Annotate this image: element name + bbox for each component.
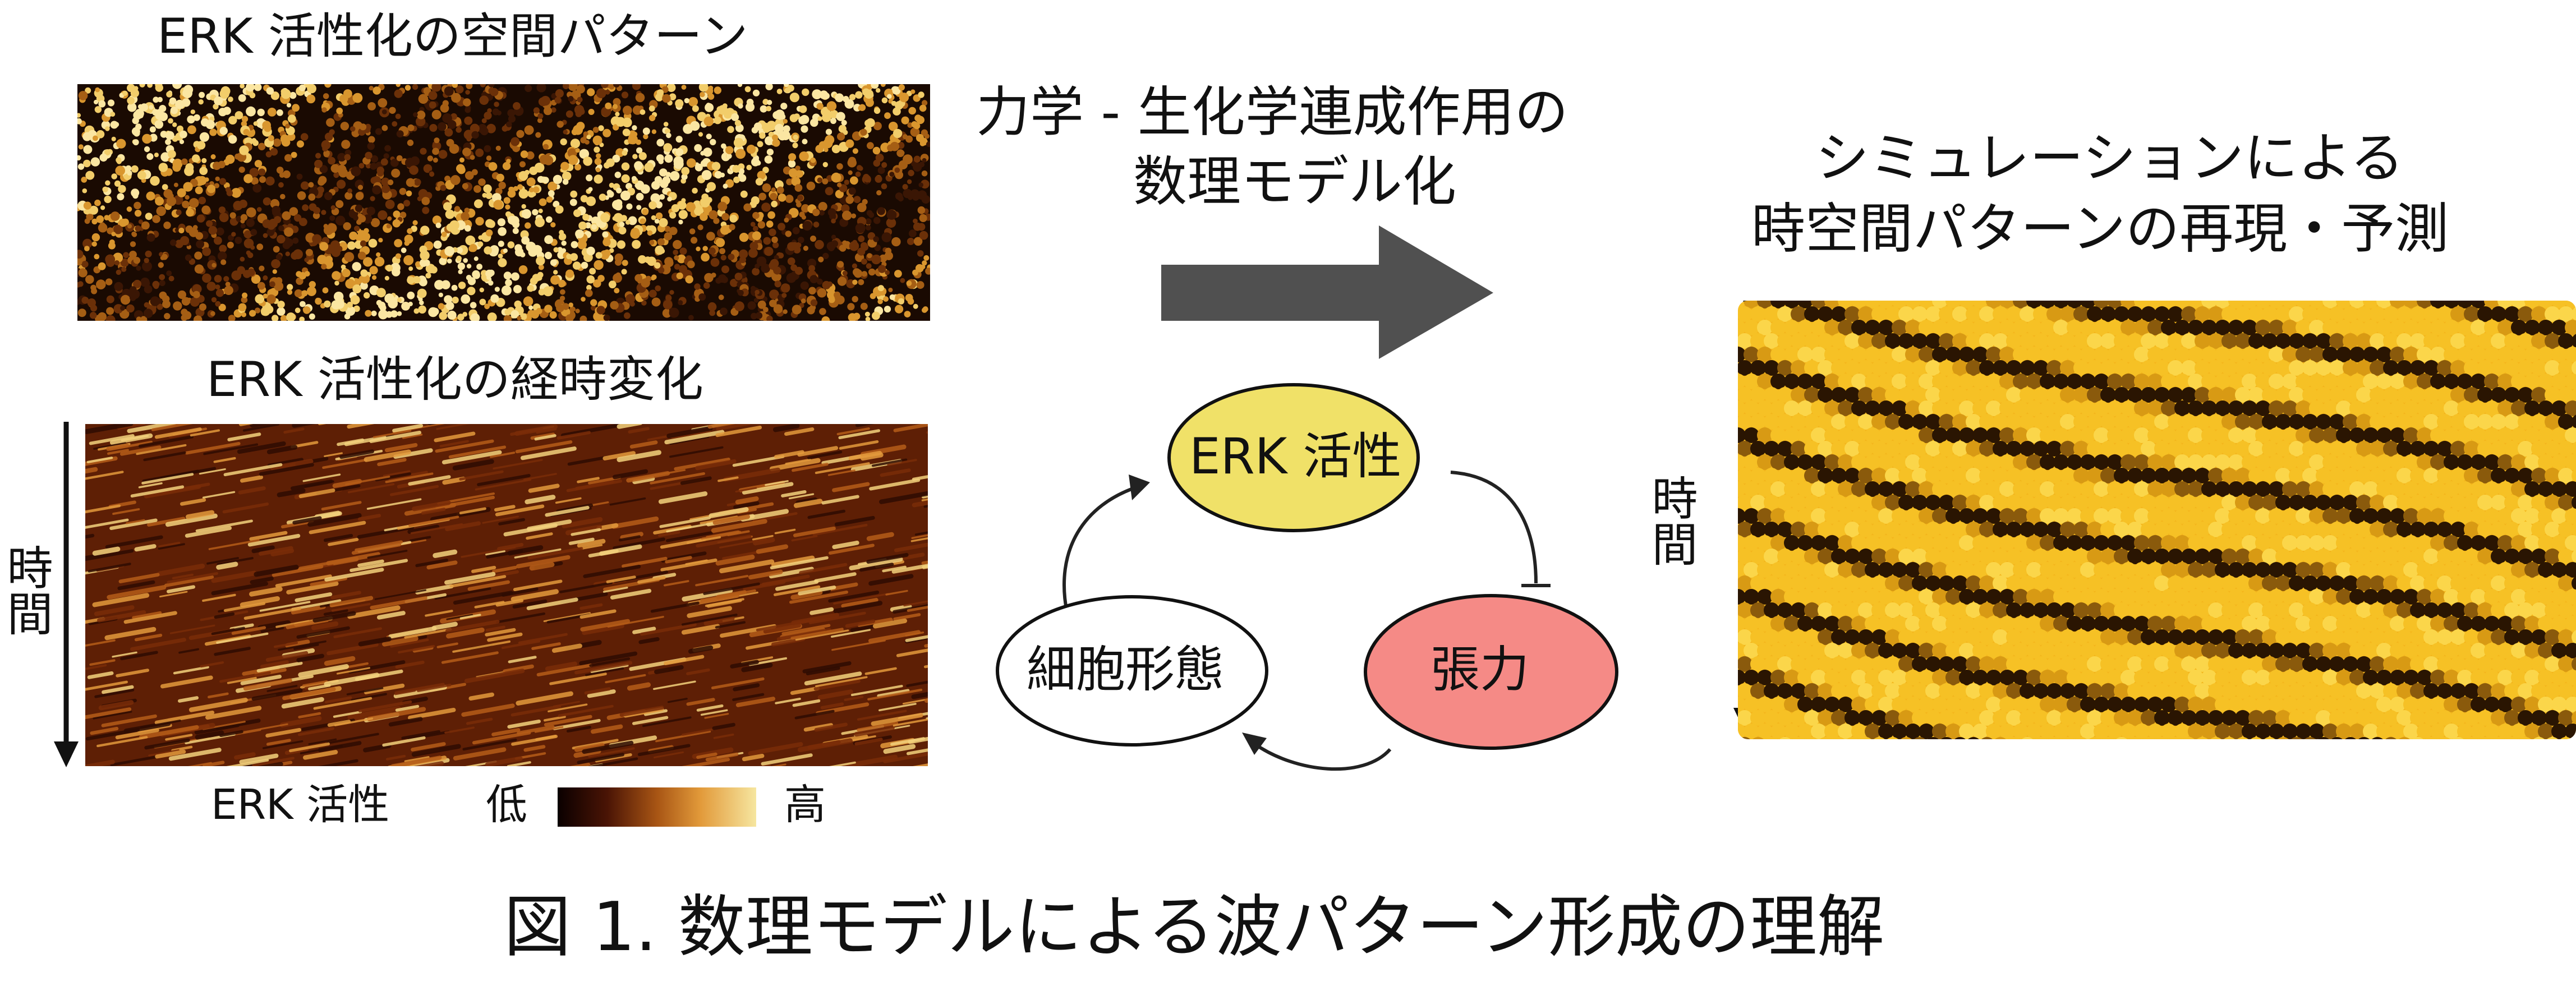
- colorbar-high-label: 高: [784, 781, 826, 829]
- erk-activity-label: ERK 活性: [1189, 427, 1402, 485]
- colorbar-low-label: 低: [486, 781, 527, 829]
- simulation-pattern-image: [1738, 301, 2576, 739]
- process-arrow: [1161, 225, 1493, 359]
- figure-caption: 図 1. 数理モデルによる波パターン形成の理解: [504, 888, 1885, 966]
- arrowhead-to-morphology: [1242, 732, 1267, 755]
- simulation-texture: [1738, 301, 2576, 739]
- colorbar-label: ERK 活性: [211, 781, 390, 829]
- spatial-pattern-texture: [77, 84, 930, 321]
- kymograph-texture: [85, 424, 928, 766]
- arrowhead-to-erk: [1129, 474, 1150, 500]
- cell-morphology-label: 細胞形態: [1027, 641, 1225, 698]
- temporal-change-title: ERK 活性化の経時変化: [206, 352, 703, 408]
- cycle-connectors: [1062, 471, 1551, 771]
- simulation-heading-line1: シミュレーションによる: [1815, 127, 2404, 190]
- colorbar-gradient: [558, 787, 756, 827]
- model-heading-line2: 数理モデル化: [1133, 150, 1456, 213]
- simulation-heading-line2: 時空間パターンの再現・予測: [1751, 197, 2449, 260]
- tension-label: 張力: [1430, 641, 1530, 698]
- model-heading-line1: 力学 - 生化学連成作用の: [976, 81, 1568, 144]
- temporal-kymograph-image: [85, 424, 928, 766]
- left-time-label: 時間: [0, 544, 52, 636]
- right-time-label: 時間: [1644, 474, 1697, 566]
- spatial-pattern-image: [77, 84, 930, 321]
- spatial-pattern-title: ERK 活性化の空間パターン: [157, 8, 748, 64]
